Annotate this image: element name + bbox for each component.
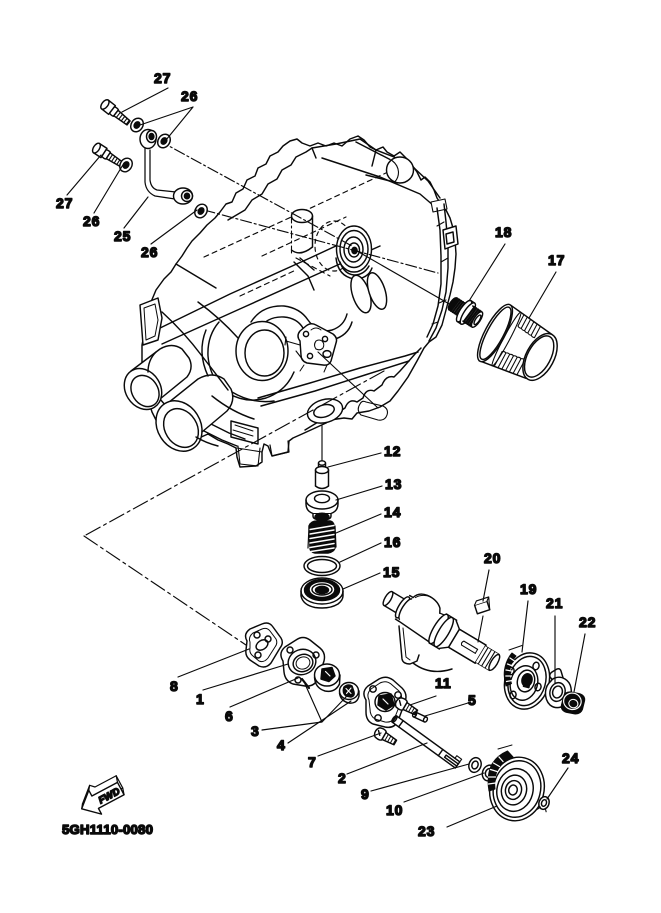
svg-text:8: 8 [170,678,179,694]
svg-text:5GH1110-0080: 5GH1110-0080 [62,822,153,837]
svg-text:1: 1 [196,691,205,707]
svg-text:22: 22 [579,614,596,630]
svg-text:10: 10 [386,802,403,818]
svg-text:16: 16 [384,534,401,550]
svg-text:5: 5 [468,692,477,708]
svg-text:26: 26 [181,88,198,104]
svg-text:20: 20 [484,550,501,566]
svg-text:12: 12 [384,443,401,459]
svg-text:24: 24 [562,750,579,766]
svg-text:4: 4 [277,737,286,753]
svg-text:3: 3 [251,723,260,739]
svg-text:18: 18 [495,224,512,240]
svg-text:13: 13 [385,476,402,492]
svg-text:14: 14 [384,504,401,520]
svg-text:19: 19 [520,581,537,597]
svg-text:7: 7 [308,754,317,770]
svg-text:15: 15 [383,564,400,580]
svg-text:21: 21 [546,595,563,611]
svg-text:17: 17 [548,252,565,268]
svg-text:6: 6 [225,708,234,724]
svg-text:23: 23 [418,823,435,839]
svg-text:27: 27 [154,70,171,86]
svg-text:2: 2 [338,770,347,786]
svg-text:9: 9 [361,786,370,802]
svg-text:25: 25 [114,228,131,244]
svg-text:26: 26 [141,244,158,260]
svg-text:11: 11 [435,675,451,691]
svg-text:26: 26 [83,213,100,229]
svg-text:27: 27 [56,195,73,211]
